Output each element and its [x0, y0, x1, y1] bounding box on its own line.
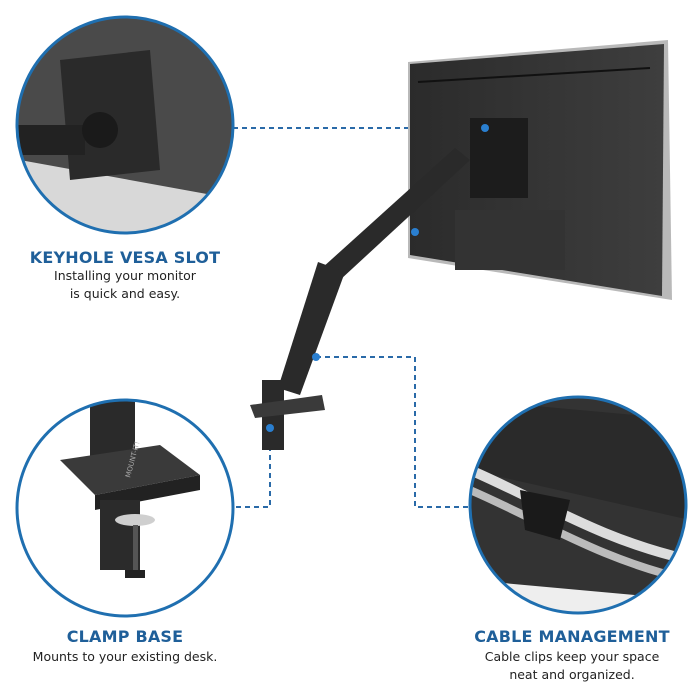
vesa-description-line: is quick and easy.	[69, 286, 181, 301]
vesa-description: Installing your monitor is quick and eas…	[0, 267, 250, 303]
vesa-closeup	[17, 17, 233, 233]
clamp-title: CLAMP BASE	[66, 627, 184, 646]
clamp-closeup: MOUNT-IT!	[17, 400, 233, 616]
vesa-title: KEYHOLE VESA SLOT	[29, 248, 221, 267]
cable-closeup	[470, 397, 686, 613]
vesa-description-line: Installing your monitor	[54, 268, 196, 283]
vesa-circle-frame	[15, 15, 235, 235]
cable-circle-frame	[468, 395, 688, 615]
cable-description-line: Cable clips keep your space	[484, 649, 660, 664]
cable-description: Cable clips keep your space neat and org…	[452, 648, 692, 684]
cable-title: CABLE MANAGEMENT	[474, 627, 670, 646]
monitor	[408, 40, 672, 300]
vesa-plate	[470, 118, 528, 198]
monitor-arm	[250, 148, 470, 450]
clamp-circle-frame	[15, 398, 235, 618]
clamp-description: Mounts to your existing desk.	[32, 649, 218, 664]
cable-description-line: neat and organized.	[509, 667, 635, 682]
